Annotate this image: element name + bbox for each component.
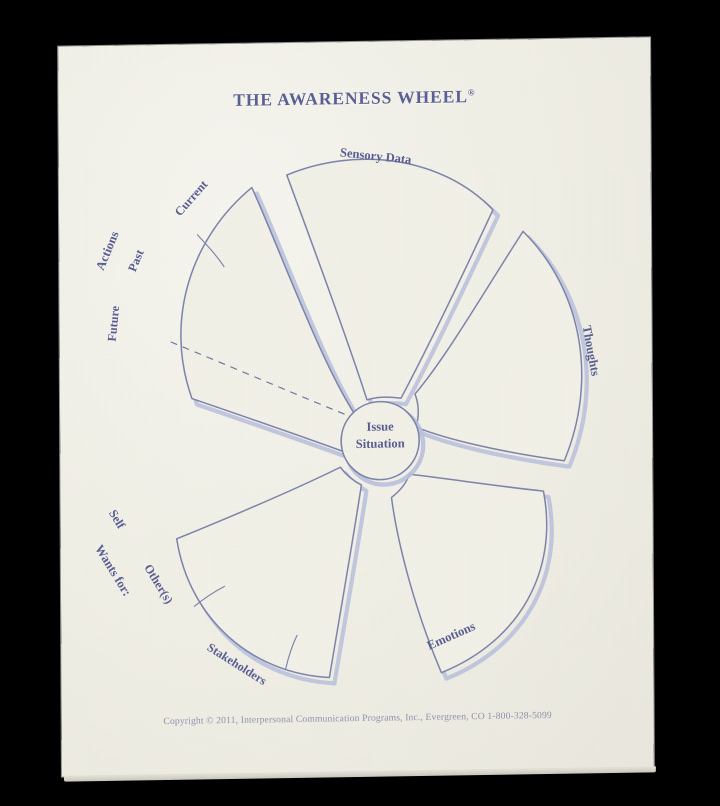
awareness-wheel-diagram: Issue Situation Sensory Data Thoughts Em… — [87, 130, 626, 688]
divider-past-future-dashed — [170, 341, 355, 419]
hub-issue-situation: Issue Situation — [340, 400, 426, 487]
label-future: Future — [105, 305, 123, 342]
divider-others-stakeholders — [284, 634, 298, 671]
petal-sensory-data — [286, 158, 501, 408]
awareness-wheel-svg: Issue Situation Sensory Data Thoughts Em… — [92, 145, 602, 688]
divider-current-past — [196, 234, 225, 268]
sheet-content: THE AWARENESS WHEEL® — [58, 37, 654, 776]
hub-label-line2: Situation — [356, 436, 405, 451]
label-current: Current — [172, 178, 211, 219]
label-self: Self — [106, 507, 129, 532]
label-past: Past — [125, 248, 147, 274]
petal-thoughts — [414, 230, 589, 469]
registered-trademark-mark: ® — [467, 87, 476, 98]
petal-wants-for — [175, 466, 369, 686]
label-wants-for: Wants for: — [92, 542, 134, 598]
page-title-text: THE AWARENESS WHEEL — [233, 86, 468, 110]
petal-emotions — [390, 473, 554, 681]
hub-circle — [340, 400, 420, 481]
paper-sheet: THE AWARENESS WHEEL® — [58, 37, 654, 777]
copyright-notice: Copyright © 2011, Interpersonal Communic… — [163, 709, 552, 728]
hub-label-line1: Issue — [366, 419, 394, 433]
divider-self-others — [193, 585, 226, 608]
label-others: Other(s) — [141, 562, 176, 607]
label-actions: Actions — [93, 229, 122, 272]
page-title: THE AWARENESS WHEEL® — [58, 83, 650, 113]
